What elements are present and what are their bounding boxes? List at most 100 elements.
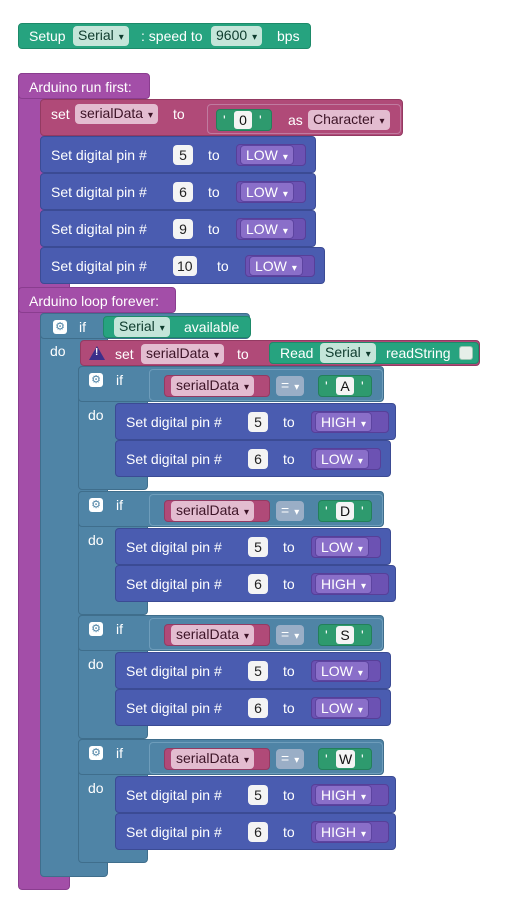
do-label: do [88, 532, 104, 548]
read-variable-dropdown[interactable]: serialData [141, 344, 225, 364]
pin-state-dropdown[interactable]: LOW [315, 661, 369, 681]
pin-number-input[interactable]: 5 [248, 661, 268, 681]
operator-dropdown[interactable]: = [276, 501, 305, 521]
pin-label: Set digital pin # [126, 787, 222, 803]
pin-number-input[interactable]: 6 [248, 449, 268, 469]
gear-icon[interactable]: ⚙ [53, 320, 67, 334]
pin-number-input[interactable]: 10 [173, 256, 197, 276]
speed-label: : speed to [141, 28, 203, 44]
pin-state-dropdown[interactable]: LOW [240, 145, 294, 165]
readstring-input-slot[interactable] [459, 346, 473, 360]
pin-state-dropdown[interactable]: LOW [240, 182, 294, 202]
pin-number-input[interactable]: 6 [173, 182, 193, 202]
pin-number-input[interactable]: 5 [248, 412, 268, 432]
pin-state-block[interactable]: HIGH [311, 411, 389, 433]
character-input[interactable]: W [336, 750, 356, 768]
character-block[interactable]: 'A' [318, 375, 372, 397]
compare-variable-block[interactable]: serialData [164, 375, 270, 397]
variable-dropdown[interactable]: serialData [75, 104, 159, 124]
compare-variable-dropdown[interactable]: serialData [171, 501, 255, 521]
pin-number-input[interactable]: 6 [248, 822, 268, 842]
gear-icon[interactable]: ⚙ [89, 622, 103, 636]
compare-variable-dropdown[interactable]: serialData [171, 625, 255, 645]
compare-variable-block[interactable]: serialData [164, 624, 270, 646]
set-read-block[interactable]: ! set serialData to Read Serial readStri… [80, 340, 480, 366]
character-block[interactable]: 'W' [318, 748, 372, 770]
pin-state-dropdown[interactable]: LOW [315, 537, 369, 557]
compare-block[interactable]: serialData = 'D' [149, 494, 383, 526]
serial-available-block[interactable]: Serial available [103, 316, 251, 338]
pin-number-input[interactable]: 6 [248, 574, 268, 594]
pin-state-dropdown[interactable]: HIGH [315, 574, 373, 594]
cast-character-block[interactable]: ' 0 ' as Character [207, 104, 401, 134]
character-block[interactable]: 'S' [318, 624, 372, 646]
gear-icon[interactable]: ⚙ [89, 498, 103, 512]
character-block[interactable]: 'D' [318, 500, 372, 522]
pin-state-block[interactable]: LOW [236, 144, 306, 166]
pin-state-dropdown[interactable]: LOW [315, 449, 369, 469]
read-port-dropdown[interactable]: Serial [320, 343, 376, 363]
character-input[interactable]: A [336, 377, 354, 395]
serial-read-block[interactable]: Read Serial readString [269, 342, 479, 364]
pin-state-dropdown[interactable]: LOW [315, 698, 369, 718]
do-label: do [88, 407, 104, 423]
pin-state-dropdown[interactable]: HIGH [315, 412, 373, 432]
serial-available-dropdown[interactable]: Serial [114, 317, 170, 337]
speed-dropdown[interactable]: 9600 [211, 26, 263, 46]
compare-block[interactable]: serialData = 'S' [149, 618, 383, 650]
setup-serial-block[interactable]: Setup Serial : speed to 9600 bps [18, 23, 311, 49]
pin-state-dropdown[interactable]: LOW [249, 256, 303, 276]
unit-label: bps [277, 28, 300, 44]
gear-icon[interactable]: ⚙ [89, 746, 103, 760]
compare-variable-dropdown[interactable]: serialData [171, 749, 255, 769]
gear-icon[interactable]: ⚙ [89, 373, 103, 387]
pin-state-block[interactable]: LOW [311, 697, 381, 719]
warning-icon[interactable]: ! [89, 346, 105, 360]
compare-variable-block[interactable]: serialData [164, 500, 270, 522]
character-input[interactable]: S [336, 626, 354, 644]
pin-state-block[interactable]: LOW [311, 660, 381, 682]
serial-port-dropdown[interactable]: Serial [73, 26, 129, 46]
type-dropdown[interactable]: Character [308, 110, 390, 130]
compare-variable-block[interactable]: serialData [164, 748, 270, 770]
pin-number-input[interactable]: 5 [173, 145, 193, 165]
pin-state-block[interactable]: LOW [236, 181, 306, 203]
pin-state-block[interactable]: HIGH [311, 821, 389, 843]
pin-state-dropdown[interactable]: HIGH [315, 785, 373, 805]
pin-state-block[interactable]: HIGH [311, 784, 389, 806]
character-input[interactable]: D [336, 502, 354, 520]
operator-dropdown[interactable]: = [276, 376, 305, 396]
pin-state-dropdown[interactable]: LOW [240, 219, 294, 239]
pin-state-block[interactable]: HIGH [311, 573, 389, 595]
compare-block[interactable]: serialData = 'W' [149, 742, 383, 774]
operator-dropdown[interactable]: = [276, 749, 305, 769]
pin-state-block[interactable]: LOW [311, 448, 381, 470]
pin-state-block[interactable]: LOW [236, 218, 306, 240]
pin-state-block[interactable]: LOW [245, 255, 315, 277]
pin-number-input[interactable]: 5 [248, 785, 268, 805]
pin-state-dropdown[interactable]: HIGH [315, 822, 373, 842]
pin-state-block[interactable]: LOW [311, 536, 381, 558]
set-variable-block[interactable]: set serialData to ' 0 ' as Character [40, 99, 403, 136]
pin-number-input[interactable]: 5 [248, 537, 268, 557]
compare-variable-dropdown[interactable]: serialData [171, 376, 255, 396]
compare-block[interactable]: serialData = 'A' [149, 369, 383, 401]
character-block[interactable]: ' 0 ' [216, 109, 272, 131]
pin-number-input[interactable]: 6 [248, 698, 268, 718]
pin-number-input[interactable]: 9 [173, 219, 193, 239]
character-input[interactable]: 0 [234, 111, 252, 129]
operator-dropdown[interactable]: = [276, 625, 305, 645]
